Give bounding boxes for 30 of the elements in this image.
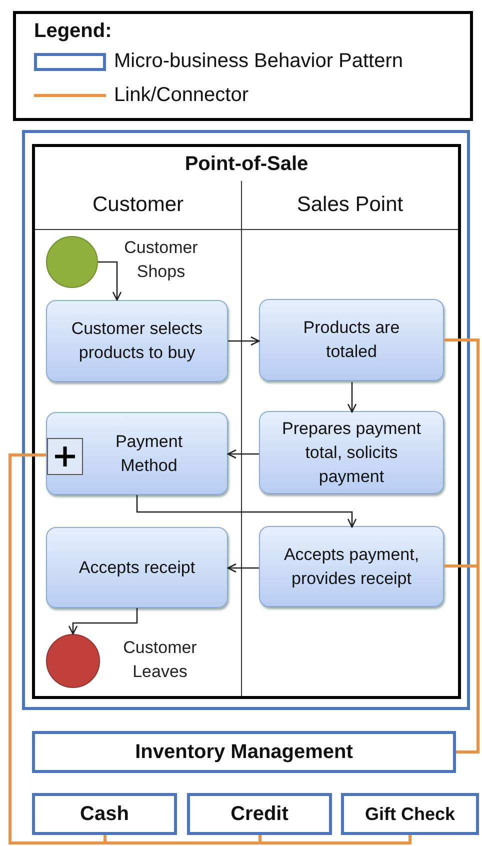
swimlane: [241, 181, 458, 696]
pattern-box: Credit: [187, 793, 332, 835]
task-box: Prepares payment total, solicits payment: [259, 411, 444, 494]
flow-arrow: [227, 563, 259, 573]
pool-title: Point-of-Sale: [35, 147, 458, 181]
flow-arrow: [136, 495, 357, 528]
task-box: Payment Method: [46, 412, 228, 495]
connector-line: [8, 454, 412, 844]
event-label: Customer Leaves: [122, 637, 198, 683]
event-circle: [46, 236, 98, 288]
flow-arrow: [98, 261, 122, 301]
lane-title: Customer: [35, 181, 241, 229]
legend-label: Micro-business Behavior Pattern: [114, 50, 404, 73]
legend-label: Link/Connector: [114, 84, 249, 107]
connector-line: [444, 564, 480, 754]
flow-arrow: [228, 336, 260, 346]
task-box: Customer selects products to buy: [46, 300, 228, 382]
pattern-box: Gift Check: [341, 793, 479, 835]
flow-arrow: [68, 608, 138, 635]
task-box: Accepts receipt: [46, 527, 228, 608]
event-label: Customer Shops: [123, 237, 199, 283]
event-circle: [46, 634, 100, 688]
flow-arrow: [227, 449, 259, 459]
pattern-box: Inventory Management: [32, 731, 456, 773]
lane-title: Sales Point: [242, 181, 458, 229]
task-box: Products are totaled: [259, 299, 444, 381]
legend-title: Legend:: [34, 20, 112, 43]
pattern-box: Cash: [32, 793, 177, 835]
task-box: Accepts payment, provides receipt: [259, 526, 444, 607]
flow-arrow: [347, 382, 357, 413]
